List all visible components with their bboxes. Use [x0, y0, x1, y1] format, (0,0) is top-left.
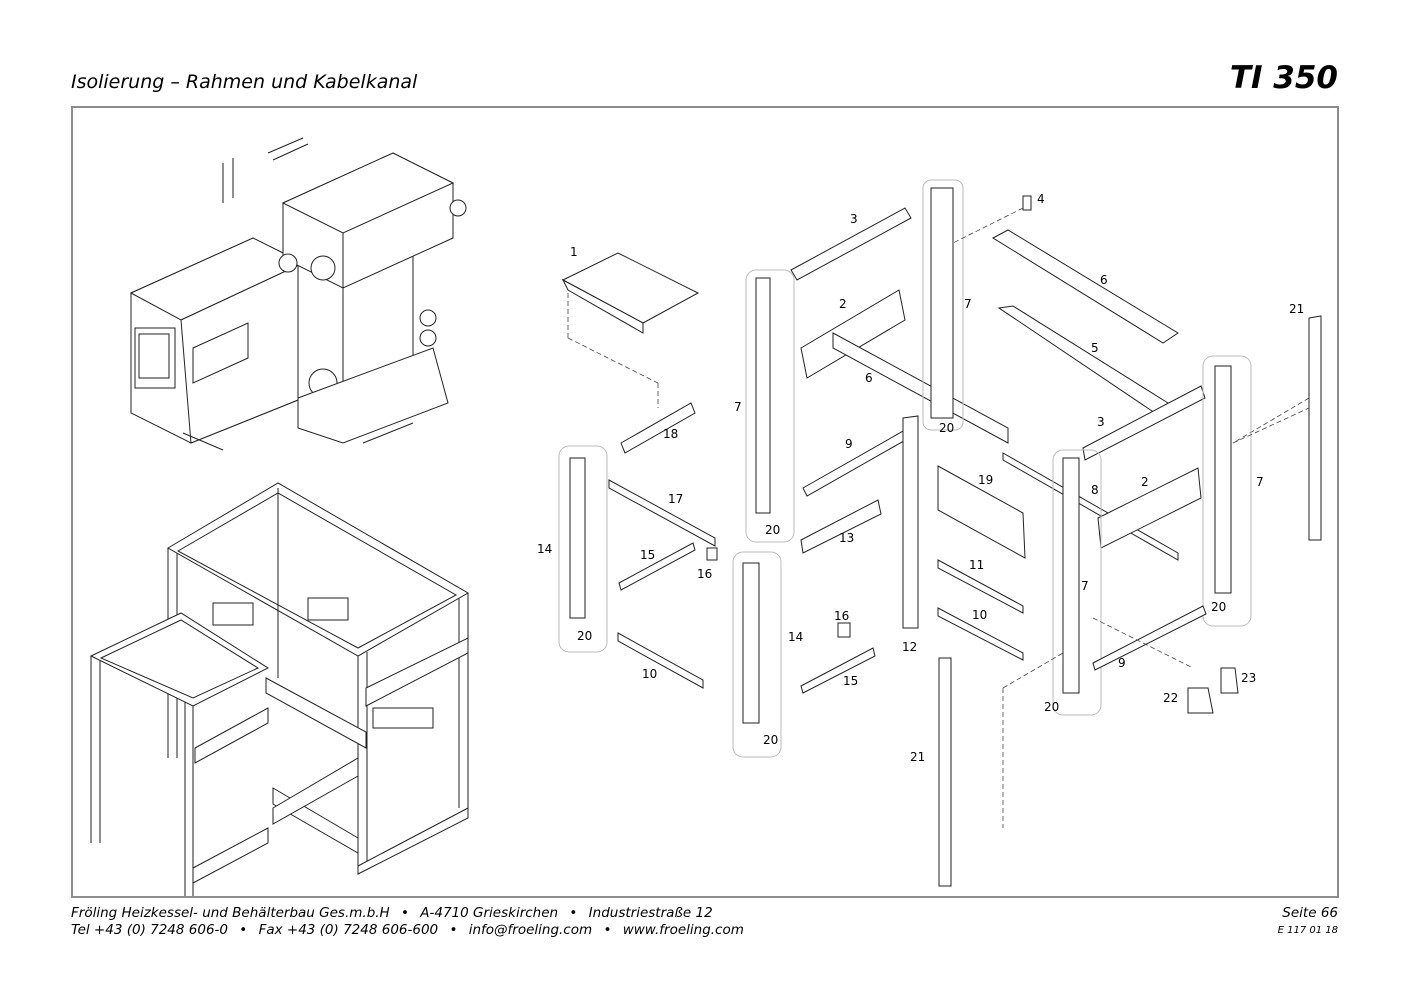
callout-6: 6 [865, 371, 873, 385]
callout-11: 11 [969, 558, 984, 572]
callout-10: 10 [972, 608, 987, 622]
callout-21: 21 [910, 750, 925, 764]
callout-3: 3 [850, 212, 858, 226]
callout-15: 15 [640, 548, 655, 562]
callout-12: 12 [902, 640, 917, 654]
company-street: Industriestraße 12 [588, 905, 713, 921]
callout-20: 20 [939, 421, 954, 435]
footer-line-1: Fröling Heizkessel- und Behälterbau Ges.… [71, 905, 744, 922]
callout-22: 22 [1163, 691, 1178, 705]
callout-5: 5 [1091, 341, 1099, 355]
callout-2: 2 [1141, 475, 1149, 489]
callout-20: 20 [1044, 700, 1059, 714]
footer-separator: • [603, 922, 612, 938]
callout-9: 9 [1118, 656, 1126, 670]
footer-separator: • [569, 905, 578, 921]
footer-line-2: Tel +43 (0) 7248 606-0 • Fax +43 (0) 724… [71, 922, 744, 939]
callout-13: 13 [839, 531, 854, 545]
callout-3: 3 [1097, 415, 1105, 429]
callout-23: 23 [1241, 671, 1256, 685]
callout-7: 7 [1256, 475, 1264, 489]
frame-assembly-illustration [89, 482, 470, 896]
callout-18: 18 [663, 427, 678, 441]
callout-14: 14 [788, 630, 803, 644]
callout-10: 10 [642, 667, 657, 681]
callout-14: 14 [537, 542, 552, 556]
callout-1: 1 [570, 245, 578, 259]
page-info: Seite 66 E 117 01 18 [1278, 905, 1338, 939]
footer-separator: • [449, 922, 458, 938]
drawing-frame: 1 2 2 3 3 4 5 6 6 7 7 7 7 8 9 9 10 10 11… [71, 106, 1339, 898]
callout-19: 19 [978, 473, 993, 487]
company-name: Fröling Heizkessel- und Behälterbau Ges.… [71, 905, 390, 921]
callout-20: 20 [765, 523, 780, 537]
callout-20: 20 [577, 629, 592, 643]
callout-16: 16 [697, 567, 712, 581]
company-email[interactable]: info@froeling.com [468, 922, 593, 938]
callout-20: 20 [763, 733, 778, 747]
document-number: E 117 01 18 [1277, 925, 1338, 936]
boiler-illustration [129, 137, 467, 451]
exploded-parts [558, 179, 1322, 887]
callout-20: 20 [1211, 600, 1226, 614]
company-fax: Fax +43 (0) 7248 606-600 [258, 922, 439, 938]
footer-contact: Fröling Heizkessel- und Behälterbau Ges.… [71, 905, 744, 939]
callout-8: 8 [1091, 483, 1099, 497]
footer-separator: • [239, 922, 248, 938]
model-name: TI 350 [1229, 60, 1338, 96]
callout-4: 4 [1037, 192, 1045, 206]
company-web[interactable]: www.froeling.com [622, 922, 744, 938]
callout-7: 7 [734, 400, 742, 414]
callout-7: 7 [964, 297, 972, 311]
page-number: Seite 66 [1282, 905, 1338, 921]
callout-16: 16 [834, 609, 849, 623]
callout-2: 2 [839, 297, 847, 311]
callout-9: 9 [845, 437, 853, 451]
company-tel: Tel +43 (0) 7248 606-0 [71, 922, 228, 938]
footer-separator: • [401, 905, 409, 921]
company-address: A-4710 Grieskirchen [420, 905, 559, 921]
callout-6: 6 [1100, 273, 1108, 287]
part-callouts: 1 2 2 3 3 4 5 6 6 7 7 7 7 8 9 9 10 10 11… [537, 192, 1304, 764]
callout-15: 15 [843, 674, 858, 688]
callout-17: 17 [668, 492, 683, 506]
exploded-drawing: 1 2 2 3 3 4 5 6 6 7 7 7 7 8 9 9 10 10 11… [89, 137, 1322, 896]
page-title: Isolierung – Rahmen und Kabelkanal [71, 71, 418, 93]
callout-7: 7 [1081, 579, 1089, 593]
callout-21: 21 [1289, 302, 1304, 316]
